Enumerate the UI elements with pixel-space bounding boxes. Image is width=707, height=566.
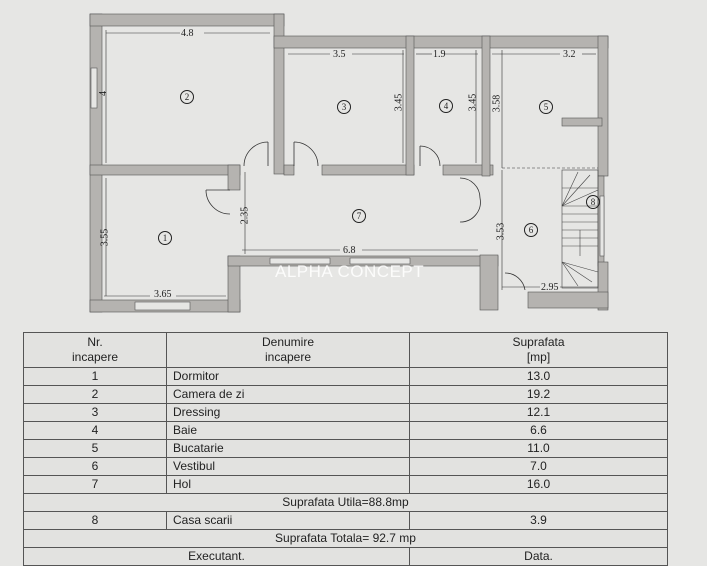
row-name: Dormitor — [166, 367, 410, 386]
row-area: 12.1 — [409, 403, 668, 422]
header-area: Suprafata[mp] — [409, 332, 668, 368]
dim-room1-height: 3.55 — [99, 228, 111, 247]
room-number-5: 5 — [539, 100, 553, 114]
row-nr: 3 — [23, 403, 167, 422]
row-area: 16.0 — [409, 475, 668, 494]
usable-total-row: Suprafata Utila=88.8mp — [23, 493, 668, 512]
dim-room5-height: 3.58 — [491, 94, 503, 113]
dim-hall-width: 6.8 — [343, 245, 356, 256]
dim-room6-width: 2.95 — [541, 282, 559, 293]
room-number-1: 1 — [158, 231, 172, 245]
row-nr: 8 — [23, 511, 167, 530]
grand-total-row: Suprafata Totala= 92.7 mp — [23, 529, 668, 548]
dim-room3-width: 3.5 — [333, 49, 346, 60]
row-area: 7.0 — [409, 457, 668, 476]
usable-total: Suprafata Utila=88.8mp — [23, 493, 668, 512]
row-area: 19.2 — [409, 385, 668, 404]
dim-room5-width: 3.2 — [563, 49, 576, 60]
header-nr: Nr.incapere — [23, 332, 167, 368]
dim-room3-height: 3.45 — [393, 93, 405, 112]
dim-room4-height: 3.45 — [467, 93, 479, 112]
room-number-4: 4 — [439, 99, 453, 113]
room-number-2: 2 — [180, 90, 194, 104]
row-area: 13.0 — [409, 367, 668, 386]
grand-total: Suprafata Totala= 92.7 mp — [23, 529, 668, 548]
floor-plan-drawing — [89, 13, 609, 313]
watermark: ALPHA CONCEPT — [275, 262, 425, 281]
row-nr: 7 — [23, 475, 167, 494]
row-nr: 1 — [23, 367, 167, 386]
row-name: Baie — [166, 421, 410, 440]
row-area: 6.6 — [409, 421, 668, 440]
row-name: Dressing — [166, 403, 410, 422]
room-number-6: 6 — [524, 223, 538, 237]
room-number-3: 3 — [337, 100, 351, 114]
row-nr: 6 — [23, 457, 167, 476]
row-area: 3.9 — [409, 511, 668, 530]
row-nr: 2 — [23, 385, 167, 404]
row-name: Camera de zi — [166, 385, 410, 404]
dim-room2-height: 4 — [98, 91, 109, 96]
dim-room4-width: 1.9 — [433, 49, 446, 60]
dim-room1-width: 3.65 — [154, 289, 172, 300]
row-name: Bucatarie — [166, 439, 410, 458]
row-nr: 4 — [23, 421, 167, 440]
room-number-8: 8 — [586, 195, 600, 209]
row-area: 11.0 — [409, 439, 668, 458]
row-name: Casa scarii — [166, 511, 410, 530]
room-number-7: 7 — [352, 209, 366, 223]
dim-room6-height: 3.53 — [495, 222, 507, 241]
dim-room2-width: 4.8 — [181, 28, 194, 39]
row-name: Vestibul — [166, 457, 410, 476]
floor-plan: 4.8 4 3.5 3.45 1.9 3.45 3.2 3.58 3.55 3.… — [89, 13, 609, 313]
dim-hall-height: 2.35 — [239, 206, 251, 225]
row-name: Hol — [166, 475, 410, 494]
row-nr: 5 — [23, 439, 167, 458]
